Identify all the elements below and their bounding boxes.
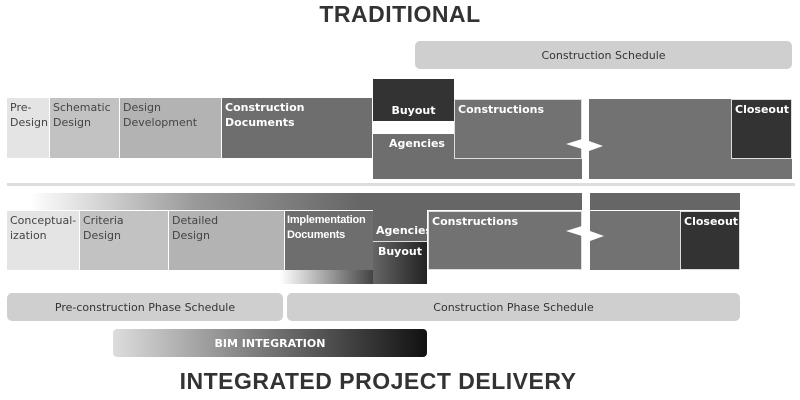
bim-integration-bar: BIM INTEGRATION xyxy=(113,329,427,357)
ipd-phase-constructions: Constructions xyxy=(428,211,582,270)
construction-schedule-bar: Construction Schedule xyxy=(415,41,792,69)
phase-constructions: Constructions xyxy=(454,99,582,159)
ipd-constructions-continued xyxy=(590,211,680,270)
phase-pre-design: Pre- Design xyxy=(7,98,49,158)
pre-construction-schedule-bar: Pre-construction Phase Schedule xyxy=(7,293,283,321)
break-arrow-left xyxy=(566,139,582,149)
phase-closeout: Closeout xyxy=(731,99,792,159)
ipd-phase-buyout: Buyout xyxy=(373,241,427,284)
ipd-phase-closeout: Closeout xyxy=(680,211,740,270)
phase-buyout: Buyout xyxy=(373,79,454,121)
ipd-title: INTEGRATED PROJECT DELIVERY xyxy=(179,368,577,394)
phase-schematic-design: Schematic Design xyxy=(50,98,119,158)
phase-construction-documents: Construction Documents xyxy=(222,98,372,158)
phase-conceptualization: Conceptual- ization xyxy=(7,211,79,270)
ipd-band-continued xyxy=(590,193,740,210)
phase-detailed-design: Detailed Design xyxy=(169,211,284,270)
ipd-gradient-band xyxy=(30,193,582,210)
traditional-title: TRADITIONAL xyxy=(319,1,481,27)
phase-criteria-design: Criteria Design xyxy=(80,211,168,270)
ipd-break-arrow-right xyxy=(590,231,604,241)
phase-design-development: Design Development xyxy=(120,98,221,158)
ipd-break-arrow-left xyxy=(566,226,582,236)
construction-phase-schedule-bar: Construction Phase Schedule xyxy=(287,293,740,321)
divider xyxy=(7,183,795,186)
implementation-gradient xyxy=(280,270,373,284)
ipd-phase-agencies: Agencies xyxy=(373,193,432,241)
break-arrow-right xyxy=(589,141,603,151)
phase-implementation-documents: Implementation Documents xyxy=(285,211,373,270)
